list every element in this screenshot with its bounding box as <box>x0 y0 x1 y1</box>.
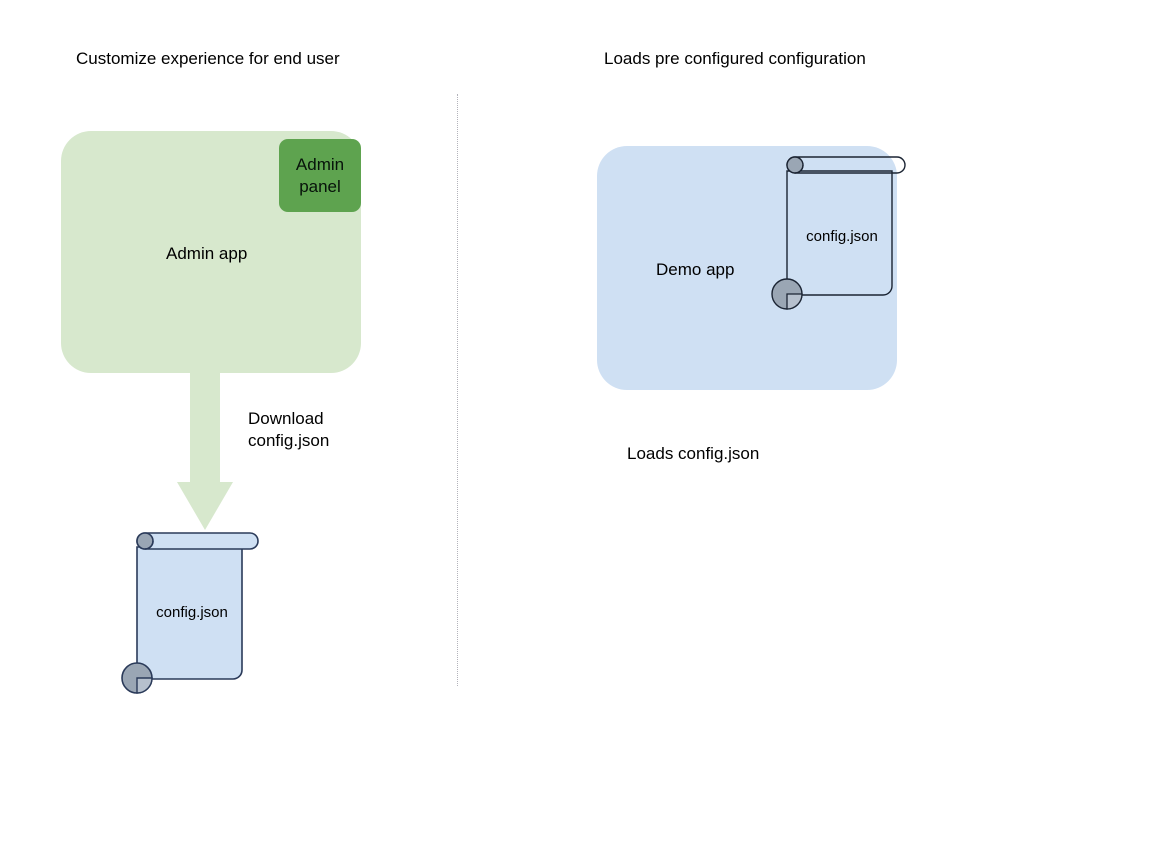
config-json-document-left: config.json <box>116 525 268 695</box>
download-arrow-label-line2: config.json <box>248 431 330 450</box>
right-column-title: Loads pre configured configuration <box>604 49 866 68</box>
download-arrow-label-line1: Download <box>248 409 324 428</box>
admin-panel-chip-text: Admin panel <box>279 154 361 198</box>
admin-panel-chip-line1: Admin <box>295 154 345 174</box>
left-column-title: Customize experience for end user <box>76 49 340 68</box>
admin-app-label: Admin app <box>166 244 248 263</box>
column-divider <box>457 94 458 686</box>
demo-app-container <box>597 146 897 390</box>
config-json-label-right: config.json <box>806 228 878 245</box>
loads-config-caption: Loads config.json <box>627 444 760 463</box>
config-json-document-right: config.json <box>766 149 918 311</box>
download-arrow <box>177 370 233 532</box>
config-json-label-left: config.json <box>156 604 228 621</box>
admin-panel-chip-line2: panel <box>299 176 341 196</box>
download-arrow-label: Download config.json <box>248 408 329 452</box>
admin-panel-chip[interactable]: Admin panel <box>279 139 361 212</box>
demo-app-label: Demo app <box>656 260 735 279</box>
